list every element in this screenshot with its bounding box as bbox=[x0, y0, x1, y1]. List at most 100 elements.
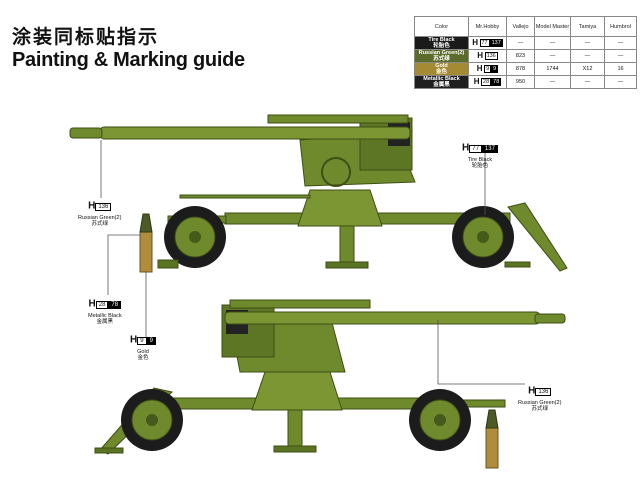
shell-top-case bbox=[139, 231, 153, 273]
bottom-pedestal bbox=[251, 371, 343, 411]
top-rear-trail bbox=[507, 202, 568, 272]
title-chinese: 涂装同标贴指示 bbox=[12, 26, 160, 48]
mr-hobby-code-1: 136 bbox=[484, 52, 498, 60]
top-gun-side-view bbox=[69, 114, 568, 272]
callout-h: H bbox=[462, 142, 470, 154]
shell-top bbox=[139, 213, 153, 273]
callout-h: H bbox=[88, 200, 96, 212]
callout-h: H bbox=[88, 298, 96, 310]
header-mr-hobby: Mr.Hobby bbox=[468, 16, 507, 37]
mr-hobby-h: H bbox=[476, 64, 483, 73]
bottom-muzzle bbox=[534, 313, 566, 324]
top-base-plate bbox=[325, 261, 369, 269]
mr-hobby-h: H bbox=[473, 77, 480, 86]
top-rear-jack bbox=[504, 261, 531, 268]
mr-hobby-code-1: 77 bbox=[479, 39, 490, 47]
shell-bottom bbox=[485, 409, 499, 469]
bottom-rear-jack bbox=[94, 447, 124, 454]
bottom-recuperator bbox=[229, 299, 371, 309]
callout-label-cn: 金色 bbox=[137, 354, 149, 361]
color-name-cn: 金属黑 bbox=[433, 82, 450, 88]
color-name-cn: 轮胎色 bbox=[433, 43, 450, 49]
color-name-en: Metallic Black bbox=[423, 76, 460, 83]
callout-label-en: Tire Black bbox=[467, 156, 493, 163]
color-name-en: Gold bbox=[435, 63, 448, 70]
top-recuperator bbox=[267, 114, 409, 124]
top-barrel bbox=[99, 126, 411, 140]
top-muzzle bbox=[69, 127, 103, 139]
callout-label-en: Russian Green(2) bbox=[518, 399, 562, 406]
color-name-en: Tire Black bbox=[428, 37, 455, 44]
callout-label-cn: 轮胎色 bbox=[471, 162, 489, 169]
header-color: Color bbox=[414, 16, 469, 37]
header-model-master: Model Master bbox=[534, 16, 571, 37]
callout-code-1: 28 bbox=[95, 300, 109, 309]
top-pedestal bbox=[297, 189, 383, 227]
callout-code-1: 136 bbox=[535, 387, 552, 396]
callout-h: H bbox=[528, 385, 536, 397]
mr-hobby-h: H bbox=[477, 51, 484, 60]
callout-code-1: 77 bbox=[469, 144, 482, 153]
header-tamiya: Tamiya bbox=[570, 16, 605, 37]
callout-leader-lines bbox=[100, 140, 525, 385]
top-center-leg bbox=[339, 225, 355, 265]
shell-bottom-projectile bbox=[485, 409, 499, 429]
bottom-front-hub-center bbox=[434, 414, 446, 426]
top-front-hub-center bbox=[189, 231, 201, 243]
callout-code-2: 137 bbox=[481, 144, 498, 153]
callout-code-1: 9 bbox=[137, 336, 147, 345]
header-vallejo: Vallejo bbox=[506, 16, 535, 37]
mr-hobby-code-2: 137 bbox=[489, 39, 503, 47]
bottom-center-leg bbox=[287, 409, 303, 451]
table-header-row: Color Mr.Hobby Vallejo Model Master Tami… bbox=[414, 16, 637, 37]
callout-code-1: 136 bbox=[95, 202, 112, 211]
leader-russian-green-bottom bbox=[437, 320, 525, 385]
paint-reference-table: Color Mr.Hobby Vallejo Model Master Tami… bbox=[414, 16, 637, 89]
bottom-rear-hub-center bbox=[146, 414, 158, 426]
leader-metallic-black bbox=[107, 234, 140, 295]
callout-label-en: Russian Green(2) bbox=[78, 214, 122, 221]
callout-code-2: 78 bbox=[108, 300, 122, 309]
bottom-barrel bbox=[224, 311, 541, 325]
humbrol-cell: — bbox=[604, 75, 637, 89]
top-rear-hub-center bbox=[477, 231, 489, 243]
title-english: Painting & Marking guide bbox=[12, 49, 245, 71]
shell-top-projectile bbox=[139, 213, 153, 233]
shell-bottom-case bbox=[485, 427, 499, 469]
color-name-cn: 金色 bbox=[435, 69, 447, 75]
top-front-jack bbox=[157, 259, 179, 269]
color-name-cell: Russian Green(2)苏式绿 bbox=[414, 49, 469, 63]
header-humbrol: Humbrol bbox=[604, 16, 637, 37]
mr-hobby-code-1: 9 bbox=[484, 65, 492, 73]
top-side-rod bbox=[179, 194, 311, 199]
mr-hobby-code-1: 28 bbox=[481, 78, 492, 86]
callout-label-en: Gold bbox=[137, 348, 149, 355]
mr-hobby-code-2: 78 bbox=[491, 78, 502, 86]
color-name-en: Russian Green(2) bbox=[418, 50, 465, 57]
top-handwheel bbox=[321, 157, 351, 187]
callout-label-cn: 苏式绿 bbox=[91, 220, 108, 227]
callout-label-cn: 苏式绿 bbox=[531, 405, 548, 412]
callout-label-en: Metallic Black bbox=[88, 312, 122, 319]
color-name-cn: 苏式绿 bbox=[433, 56, 450, 62]
bottom-base-plate bbox=[273, 445, 317, 453]
callout-code-2: 9 bbox=[146, 336, 156, 345]
callout-h: H bbox=[130, 334, 138, 346]
mr-hobby-h: H bbox=[472, 38, 478, 47]
mr-hobby-code-2: 9 bbox=[491, 65, 499, 73]
callout-label-cn: 金属黑 bbox=[96, 318, 114, 325]
